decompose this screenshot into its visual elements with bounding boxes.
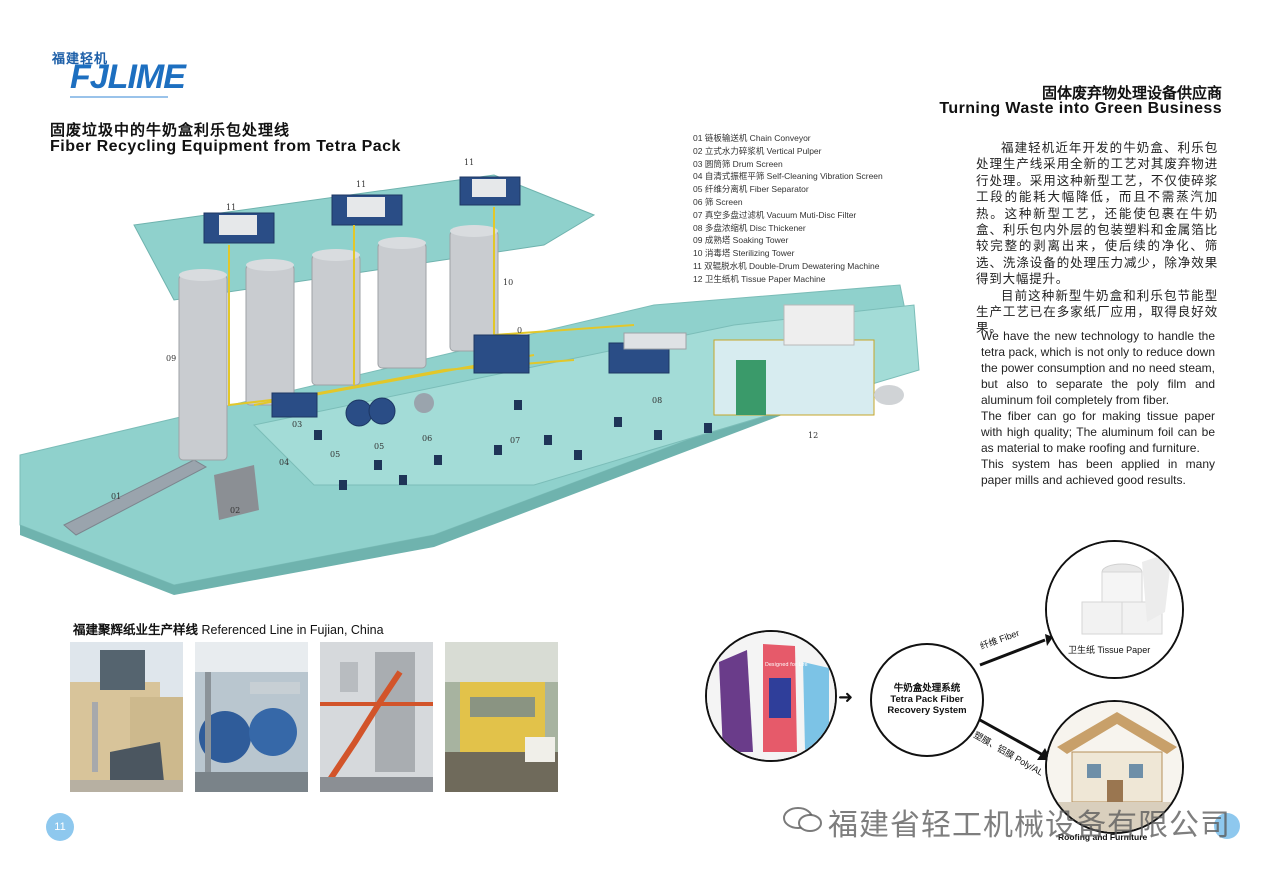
- page-title-english: Fiber Recycling Equipment from Tetra Pac…: [50, 138, 401, 155]
- label-04: 04: [279, 458, 289, 467]
- description-cn-paragraph: 目前这种新型牛奶盒和利乐包节能型生产工艺已在多家纸厂应用，取得良好效果。: [976, 288, 1218, 336]
- label-03: 03: [292, 420, 302, 429]
- carton-text: Designed for Life: [765, 662, 808, 668]
- label-12: 12: [808, 431, 818, 440]
- legend-item: 11 双辊脱水机 Double-Drum Dewatering Machine: [693, 260, 880, 271]
- reference-label-en: Referenced Line in Fujian, China: [201, 623, 384, 637]
- description-en-paragraph: This system has been applied in many pap…: [981, 457, 1215, 487]
- label-07: 07: [510, 436, 520, 445]
- plant-illustration: 01 02 03 04 05 05 06 07 08 09 10 11 11 1…: [19, 158, 920, 595]
- legend-item: 04 自清式振框平筛 Self-Cleaning Vibration Scree…: [693, 171, 883, 182]
- label-11a: 11: [226, 203, 236, 212]
- tissue-paper-circle: [1045, 540, 1184, 679]
- legend-item: 07 真空多盘过滤机 Vacuum Muti-Disc Filter: [693, 209, 857, 220]
- label-08: 08: [652, 396, 662, 405]
- reference-photo-building: [70, 642, 183, 792]
- label-09: 09: [166, 354, 176, 363]
- legend-item: 03 圆筒筛 Drum Screen: [693, 158, 783, 169]
- legend-item: 10 消毒塔 Sterilizing Tower: [693, 248, 795, 259]
- legend-item: 08 多盘浓缩机 Disc Thickener: [693, 222, 806, 233]
- system-label-cn: 牛奶盒处理系统: [893, 683, 961, 694]
- logo-chinese: 福建轻机: [52, 51, 109, 66]
- description-chinese: 福建轻机近年开发的牛奶盒、利乐包处理生产线采用全新的工艺对其废弃物进行处理。采用…: [976, 140, 1218, 337]
- reference-photo-pulper: [195, 642, 308, 792]
- legend-item: 06 筛 Screen: [693, 196, 743, 207]
- label-05: 05: [330, 450, 340, 459]
- label-0: 0: [517, 326, 522, 335]
- equipment-legend: 01 链板输送机 Chain Conveyor 02 立式水力碎浆机 Verti…: [693, 132, 923, 286]
- reference-line-label: 福建聚辉纸业生产样线 Referenced Line in Fujian, Ch…: [73, 619, 384, 638]
- tagline-english: Turning Waste into Green Business: [939, 100, 1222, 117]
- system-label-en: Tetra Pack Fiber Recovery System: [887, 694, 967, 716]
- recovery-system-circle: [870, 643, 984, 757]
- reference-photo-stairs: [320, 642, 433, 792]
- page-title-chinese: 固废垃圾中的牛奶盒利乐包处理线: [50, 122, 291, 139]
- label-10: 10: [503, 278, 513, 287]
- label-05b: 05: [374, 442, 384, 451]
- label-02: 02: [230, 506, 240, 515]
- legend-item: 12 卫生纸机 Tissue Paper Machine: [693, 273, 826, 284]
- tetra-pack-circle: Designed for Life: [705, 630, 837, 762]
- roofing-furniture-label: Roofing and Furniture: [1058, 832, 1148, 842]
- wechat-icon: [783, 807, 822, 832]
- watermark-company-name: 福建省轻工机械设备有限公司: [828, 809, 1231, 842]
- logo-english: FJLIME: [70, 58, 186, 96]
- recovery-system-label: 牛奶盒处理系统 Tetra Pack Fiber Recovery System: [872, 683, 982, 716]
- tissue-paper-label: 卫生纸 Tissue Paper: [1068, 645, 1151, 655]
- page-number: 11: [46, 813, 74, 841]
- roofing-circle: [1045, 700, 1184, 834]
- description-english: We have the new technology to handle the…: [981, 328, 1215, 488]
- logo-underline: [70, 96, 168, 98]
- description-en-paragraph: The fiber can go for making tissue paper…: [981, 409, 1215, 455]
- flow-arrows: [979, 634, 1053, 760]
- reference-label-cn: 福建聚辉纸业生产样线: [73, 623, 199, 637]
- label-11b: 11: [356, 180, 366, 189]
- legend-item: 05 纤维分离机 Fiber Separator: [693, 184, 809, 195]
- legend-item: 01 链板输送机 Chain Conveyor: [693, 133, 811, 143]
- tagline-chinese: 固体废弃物处理设备供应商: [1041, 85, 1222, 102]
- reference-photo-tissue-machine: [445, 642, 558, 792]
- description-en-paragraph: We have the new technology to handle the…: [981, 329, 1215, 407]
- label-11c: 11: [464, 158, 474, 167]
- label-06: 06: [422, 434, 432, 443]
- arrow-right-icon: ➜: [838, 687, 854, 707]
- legend-item: 09 成熟塔 Soaking Tower: [693, 235, 789, 246]
- corner-marker: [1214, 813, 1240, 839]
- label-01: 01: [111, 492, 121, 501]
- description-cn-paragraph: 福建轻机近年开发的牛奶盒、利乐包处理生产线采用全新的工艺对其废弃物进行处理。采用…: [976, 141, 1218, 287]
- legend-item: 02 立式水力碎浆机 Vertical Pulper: [693, 145, 822, 156]
